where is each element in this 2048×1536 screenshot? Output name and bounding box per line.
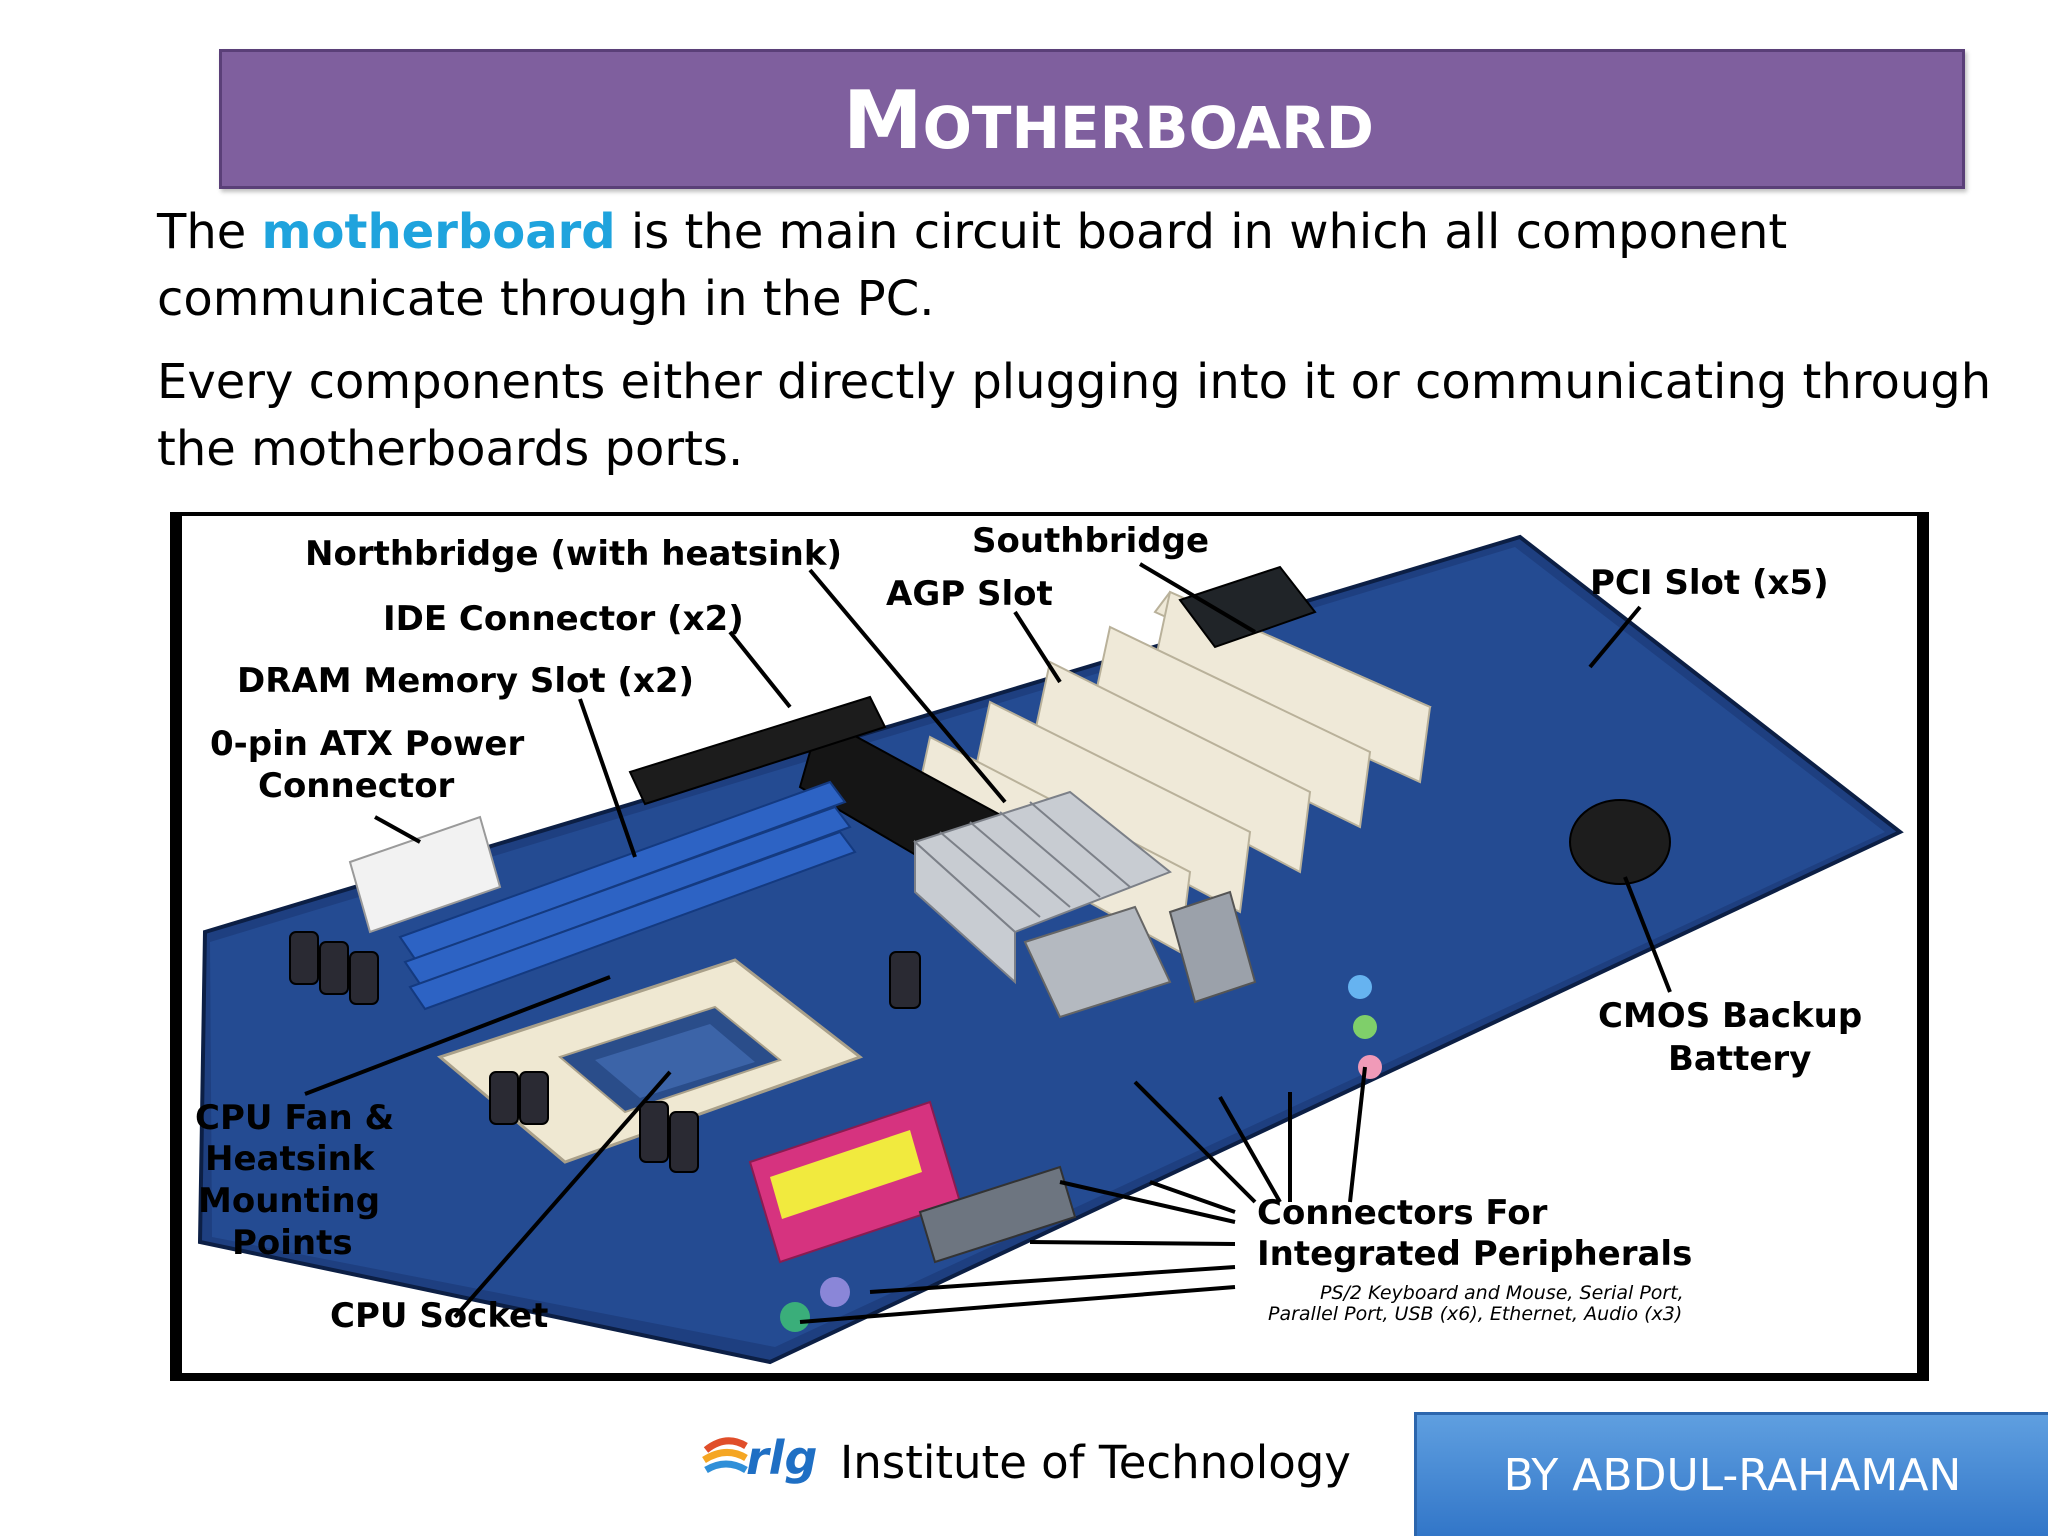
rlg-logo: rlg bbox=[702, 1431, 817, 1485]
para2-line1: Every components either directly pluggin… bbox=[157, 354, 1992, 410]
label-cpu-fan-3: Mounting bbox=[198, 1181, 380, 1221]
label-cmos-1: CMOS Backup bbox=[1598, 996, 1862, 1036]
rear-io-ports bbox=[748, 890, 1382, 1332]
northbridge-heatsink bbox=[913, 790, 1172, 985]
para1-pre: The bbox=[157, 204, 262, 260]
label-ide-connector: IDE Connector (x2) bbox=[383, 599, 744, 639]
label-atx-power-2: Connector bbox=[258, 766, 455, 806]
para1-post: is the main circuit board in which all c… bbox=[615, 204, 1788, 260]
dram-slots bbox=[398, 780, 857, 1011]
author-badge: BY ABDUL-RAHAMAN bbox=[1414, 1412, 2048, 1536]
organization-name: Institute of Technology bbox=[840, 1436, 1351, 1489]
para2-line2: the motherboards ports. bbox=[157, 421, 744, 477]
paragraph-2: Every components either directly pluggin… bbox=[157, 349, 1991, 483]
label-northbridge: Northbridge (with heatsink) bbox=[305, 534, 842, 574]
label-cpu-fan-1: CPU Fan & bbox=[195, 1098, 394, 1138]
label-ports-note-2: Parallel Port, USB (x6), Ethernet, Audio… bbox=[1268, 1303, 1682, 1325]
ide-connectors bbox=[628, 695, 887, 806]
slide-title: MOTHERBOARD bbox=[843, 74, 1374, 167]
label-cpu-fan-4: Points bbox=[232, 1223, 353, 1263]
atx-power-connector bbox=[348, 815, 502, 934]
author-text: BY ABDUL-RAHAMAN bbox=[1503, 1450, 1962, 1501]
title-banner bbox=[219, 49, 1965, 189]
label-atx-power-1: 0-pin ATX Power bbox=[210, 724, 524, 764]
label-pci-slot: PCI Slot (x5) bbox=[1590, 563, 1829, 603]
highlighted-term: motherboard bbox=[261, 204, 616, 260]
label-southbridge: Southbridge bbox=[972, 521, 1209, 561]
label-ports-note-1: PS/2 Keyboard and Mouse, Serial Port, bbox=[1320, 1282, 1684, 1304]
logo-text: rlg bbox=[746, 1431, 817, 1485]
motherboard-diagram: Northbridge (with heatsink) Southbridge … bbox=[170, 512, 1929, 1381]
label-connectors-2: Integrated Peripherals bbox=[1257, 1234, 1692, 1274]
label-dram-slot: DRAM Memory Slot (x2) bbox=[237, 661, 694, 701]
leader-lines bbox=[304, 562, 1672, 1324]
label-agp-slot: AGP Slot bbox=[886, 574, 1053, 614]
paragraph-1: The motherboard is the main circuit boar… bbox=[157, 199, 1787, 333]
title-rest: OTHERBOARD bbox=[922, 94, 1374, 162]
label-cmos-2: Battery bbox=[1668, 1039, 1811, 1079]
label-cpu-socket: CPU Socket bbox=[330, 1296, 548, 1336]
motherboard-illustration: Northbridge (with heatsink) Southbridge … bbox=[170, 512, 1929, 1381]
label-cpu-fan-2: Heatsink bbox=[205, 1139, 376, 1179]
capacitors bbox=[289, 931, 921, 1173]
label-connectors-1: Connectors For bbox=[1257, 1193, 1548, 1233]
para1-line2: communicate through in the PC. bbox=[157, 271, 935, 327]
title-initial: M bbox=[843, 74, 923, 167]
southbridge-chip bbox=[1178, 565, 1317, 649]
cmos-battery bbox=[1569, 799, 1671, 885]
